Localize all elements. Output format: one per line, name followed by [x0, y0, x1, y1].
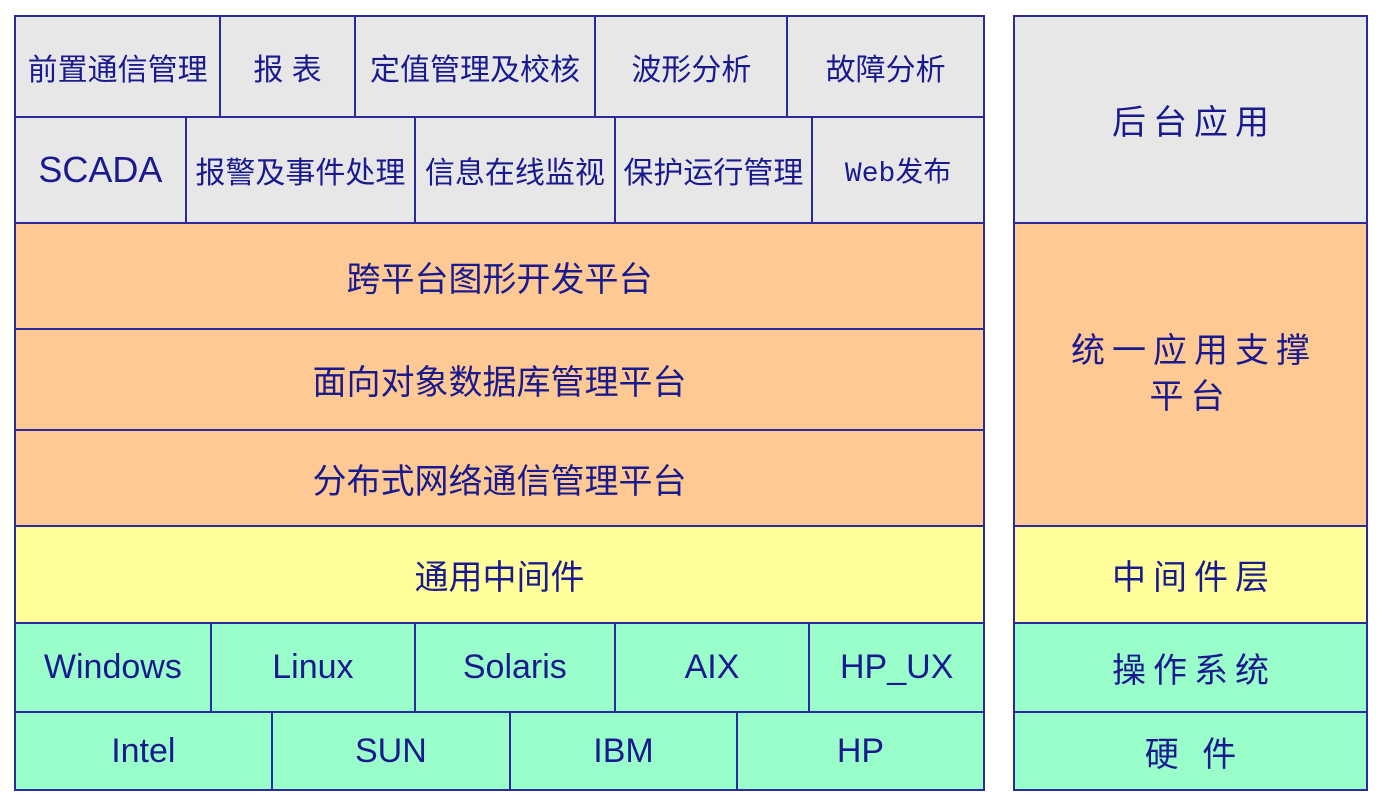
- app-cell-protection-mgmt: 保护运行管理: [615, 118, 812, 222]
- app-cell-fault-analysis: 故障分析: [788, 17, 983, 116]
- middleware-band: 通用中间件: [16, 527, 983, 622]
- app-cell-report: 报 表: [221, 17, 354, 116]
- hw-cell-intel: Intel: [16, 713, 271, 789]
- os-row: Windows Linux Solaris AIX HP_UX: [16, 624, 983, 711]
- right-middleware-layer-label: 中间件层: [1015, 527, 1366, 622]
- app-row-1: 前置通信管理 报 表 定值管理及校核 波形分析 故障分析: [16, 17, 983, 116]
- right-hardware-layer-label: 硬 件: [1015, 713, 1366, 789]
- hw-cell-hp: HP: [737, 713, 984, 789]
- app-cell-waveform-analysis: 波形分析: [596, 17, 787, 116]
- app-cell-front-end-comm: 前置通信管理: [16, 17, 220, 116]
- app-cell-setting-check: 定值管理及校核: [355, 17, 595, 116]
- platform-band-graphics: 跨平台图形开发平台: [16, 224, 983, 328]
- os-cell-aix: AIX: [615, 624, 809, 711]
- right-backend-app-label: 后台应用: [1015, 17, 1366, 222]
- hw-cell-ibm: IBM: [511, 713, 736, 789]
- app-cell-scada: SCADA: [16, 118, 185, 222]
- left-layer-stack: 前置通信管理 报 表 定值管理及校核 波形分析 故障分析 SCADA 报警及事件…: [14, 15, 985, 791]
- platform-band-network-comm: 分布式网络通信管理平台: [16, 431, 983, 525]
- app-cell-info-monitor: 信息在线监视: [416, 118, 614, 222]
- hardware-row: Intel SUN IBM HP: [16, 713, 984, 789]
- platform-band-oodb: 面向对象数据库管理平台: [16, 330, 983, 429]
- right-unified-platform-label: 统一应用支撑 平台: [1015, 224, 1366, 525]
- app-row-2: SCADA 报警及事件处理 信息在线监视 保护运行管理 Web发布: [16, 118, 983, 222]
- os-cell-hpux: HP_UX: [810, 624, 983, 711]
- app-cell-alarm-event: 报警及事件处理: [186, 118, 415, 222]
- right-layer-stack: 后台应用 统一应用支撑 平台 中间件层 操作系统 硬 件: [1013, 15, 1368, 791]
- os-cell-linux: Linux: [211, 624, 415, 711]
- app-cell-web-publish: Web发布: [813, 118, 983, 222]
- hw-cell-sun: SUN: [272, 713, 510, 789]
- os-cell-solaris: Solaris: [416, 624, 614, 711]
- os-cell-windows: Windows: [16, 624, 210, 711]
- right-os-layer-label: 操作系统: [1015, 624, 1366, 711]
